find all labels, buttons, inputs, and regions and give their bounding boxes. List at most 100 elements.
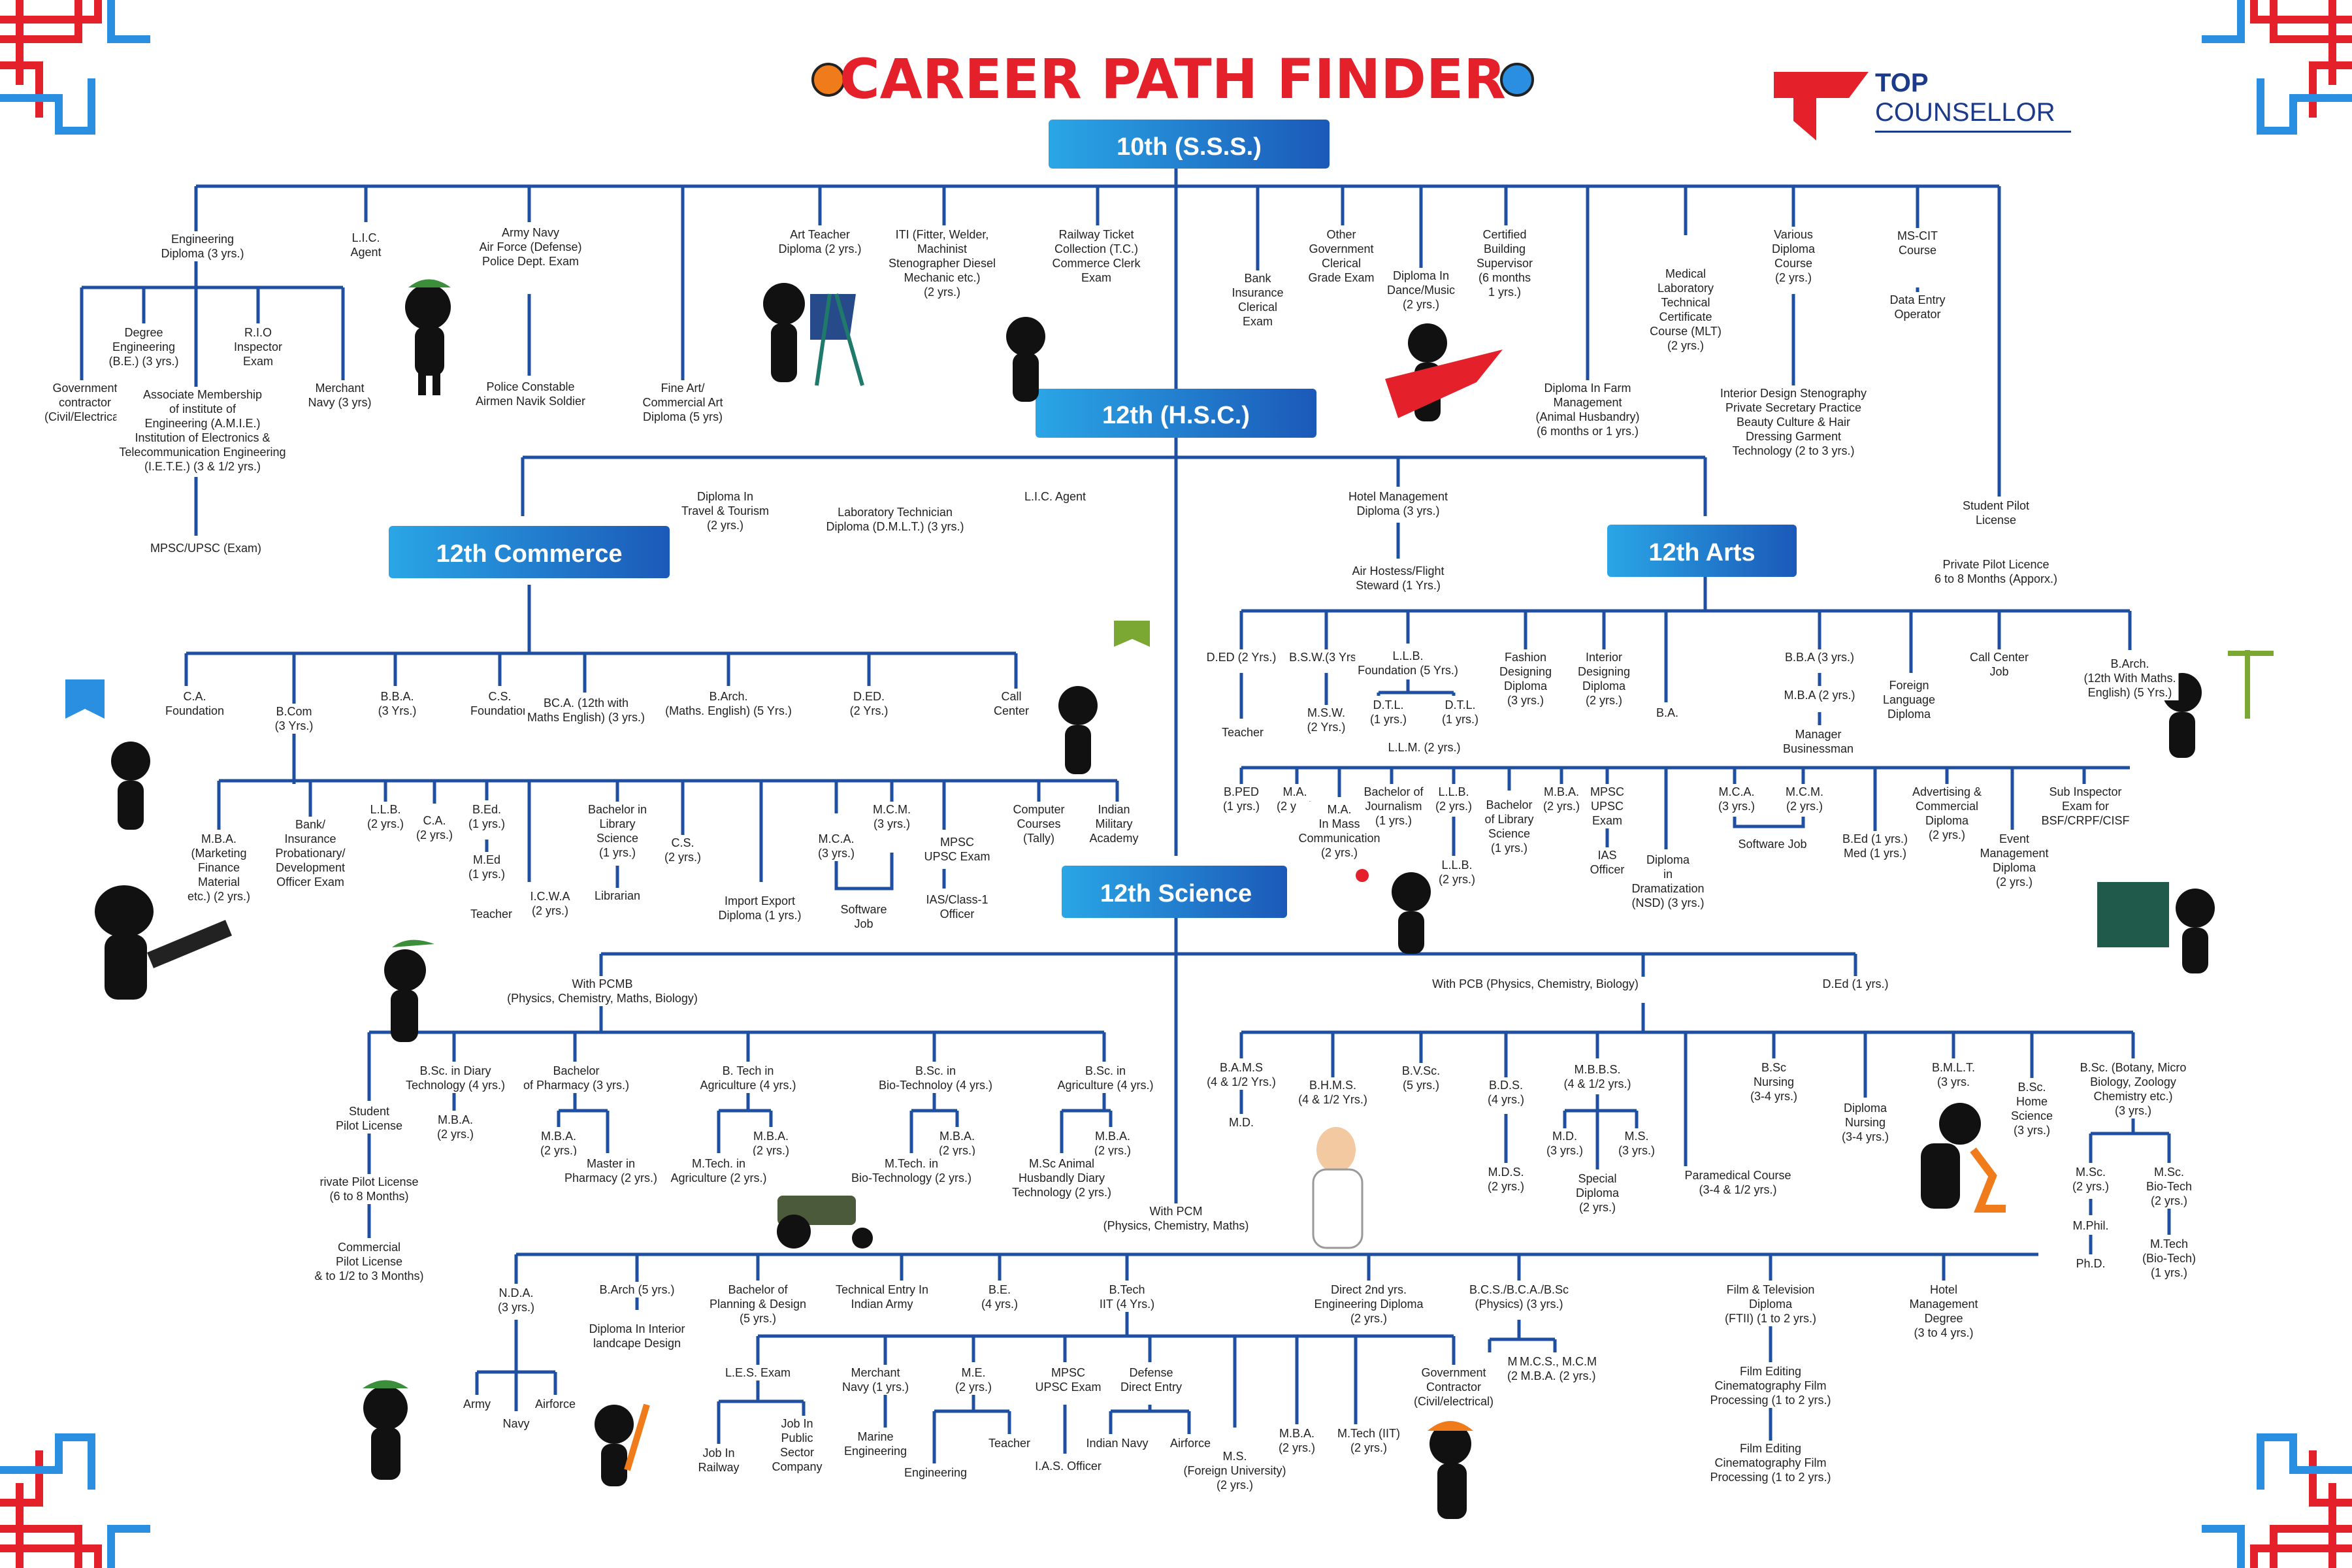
- label-backing: [1880, 678, 1938, 722]
- node-arts-dtl2: D.T.L.(1 yrs.): [1442, 698, 1478, 726]
- node-line: B.PED: [1224, 785, 1259, 798]
- node-line: (2 yrs.): [1403, 298, 1439, 311]
- node-line: M.C.A.: [1718, 785, 1754, 798]
- node-line: Indian: [1098, 803, 1130, 816]
- node-line: Diploma (3 yrs.): [1356, 504, 1439, 517]
- node-line: M.B.A.: [1095, 1130, 1130, 1143]
- node-line: Exam: [1081, 271, 1111, 284]
- label-backing: [697, 1063, 799, 1093]
- node-line: Diploma (5 yrs): [643, 410, 723, 423]
- node-line: BSF/CRPF/CISF: [2041, 814, 2129, 827]
- node-line: M.B.A.: [541, 1130, 576, 1143]
- node-line: Fashion: [1505, 651, 1546, 664]
- node-line: (2 yrs.): [2151, 1194, 2187, 1207]
- label-backing: [901, 1465, 970, 1480]
- node-commerce-barch: B.Arch.(Maths. English) (5 Yrs.): [665, 690, 792, 717]
- node-line: Other: [1326, 228, 1356, 241]
- node-line: Courses: [1017, 817, 1060, 830]
- node-after10-dance: Diploma In Dance/Music(2 yrs.): [1387, 269, 1455, 311]
- node-arts-ded: D.ED (2 Yrs.): [1207, 651, 1277, 664]
- node-line: Teacher: [988, 1437, 1030, 1450]
- node-line: Diploma In: [1393, 269, 1449, 282]
- label-backing: [348, 230, 384, 260]
- node-line: (3 yrs.): [2014, 1124, 2050, 1137]
- node-line: Agriculture (4 yrs.): [700, 1079, 796, 1092]
- node-line: of Library: [1484, 813, 1533, 826]
- node-line: Grade Exam: [1308, 271, 1374, 284]
- node-line: Institution of Electronics &: [135, 431, 270, 444]
- node-arts-llb2: L.L.B.(2 yrs.): [1439, 858, 1475, 886]
- label-backing: [2008, 1079, 2056, 1138]
- node-line: (2 Yrs.): [850, 704, 889, 717]
- builder-figure-icon: [595, 1403, 650, 1486]
- label-backing: [596, 1282, 678, 1298]
- node-line: Direct 2nd yrs.: [1331, 1283, 1407, 1296]
- node-line: Dance/Music: [1387, 284, 1455, 297]
- node-line: (3 yrs.): [1618, 1144, 1655, 1157]
- label-backing: [1049, 227, 1144, 286]
- label-backing: [1482, 797, 1537, 856]
- node-after10-lic: L.I.C.Agent: [350, 231, 381, 259]
- node-line: B.D.S.: [1489, 1079, 1523, 1092]
- label-backing: [695, 1445, 742, 1475]
- node-science-ms: M.S.(3 yrs.): [1618, 1130, 1655, 1157]
- node-science-mtech-iit: M.Tech (IIT)(2 yrs.): [1337, 1427, 1400, 1454]
- node-line: (2 yrs.): [1350, 1441, 1387, 1454]
- label-backing: [921, 834, 993, 864]
- node-commerce-bed: B.Ed.(1 yrs.): [468, 803, 505, 830]
- label-backing: [1032, 1365, 1104, 1395]
- label-backing: [990, 689, 1032, 719]
- node-line: With PCMB: [572, 977, 632, 990]
- node-line: Navy (1 yrs.): [842, 1380, 909, 1394]
- node-line: Center: [994, 704, 1029, 717]
- node-line: M.Tech: [2150, 1237, 2188, 1250]
- node-line: M.A.: [1282, 785, 1307, 798]
- label-backing: [1977, 831, 2051, 890]
- node-line: Diploma (D.M.L.T.) (3 yrs.): [826, 520, 964, 533]
- node-line: Job In: [781, 1417, 813, 1430]
- node-line: Foundation (5 Yrs.): [1358, 664, 1458, 677]
- node-line: Army: [463, 1397, 491, 1411]
- node-line: (2 yrs.): [437, 1128, 474, 1141]
- node-line: Nursing: [1754, 1075, 1794, 1088]
- box-commerce-label: 12th Commerce: [436, 540, 622, 568]
- node-line: (1 yrs.): [468, 868, 505, 881]
- node-line: M.Ed: [473, 853, 500, 866]
- node-commerce-teacher: Teacher: [470, 907, 512, 921]
- box-commerce: 12th Commerce: [389, 526, 670, 578]
- node-line: Contractor: [1426, 1380, 1481, 1394]
- worker-figure-icon: [95, 885, 232, 1000]
- node-line: M.S.W.: [1307, 706, 1345, 719]
- box-arts: 12th Arts: [1607, 525, 1797, 577]
- box-science: 12th Science: [1062, 866, 1287, 918]
- node-line: Military: [1096, 817, 1133, 830]
- node-line: Designing: [1499, 665, 1552, 678]
- node-line: Teacher: [1222, 726, 1264, 739]
- label-backing: [1647, 266, 1724, 353]
- node-line: Foundation: [165, 704, 224, 717]
- label-backing: [1433, 784, 1475, 814]
- node-science-bvsc: B.V.Sc.(5 yrs.): [1402, 1064, 1440, 1092]
- node-line: (Foreign University): [1183, 1464, 1286, 1477]
- node-line: Development: [276, 861, 345, 874]
- node-line: B.B.A.: [380, 690, 414, 703]
- node-science-be: B.E.(4 yrs.): [981, 1283, 1018, 1311]
- node-line: Journalism: [1365, 800, 1422, 813]
- logo-line2: COUNSELLOR: [1875, 98, 2055, 127]
- node-line: Diploma: [1582, 679, 1626, 693]
- label-backing: [1361, 784, 1427, 828]
- node-line: (3 to 4 yrs.): [1914, 1326, 1973, 1339]
- label-backing: [1100, 1203, 1252, 1233]
- node-line: B.Ed (1 yrs.): [1842, 832, 1908, 845]
